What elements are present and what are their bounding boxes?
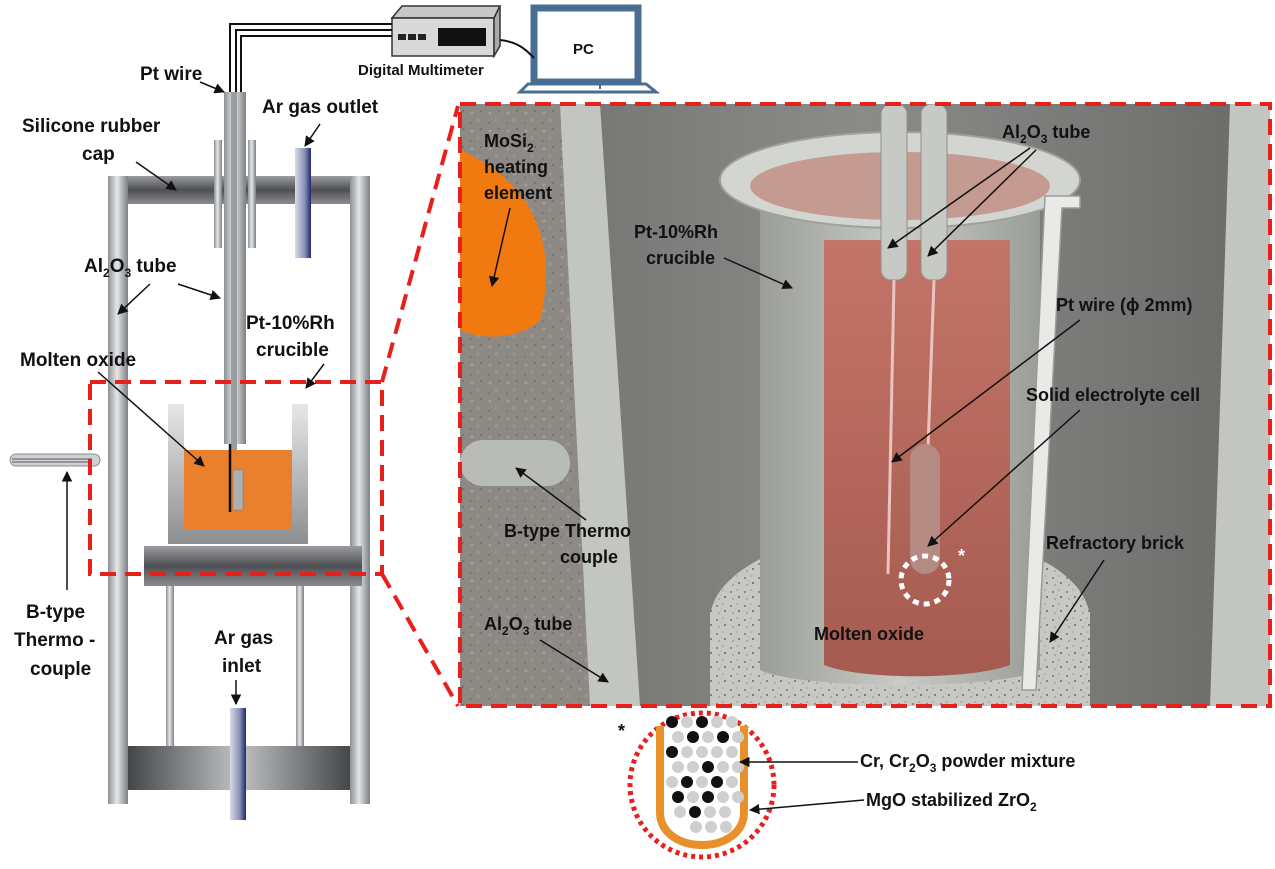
powder-grain (672, 761, 684, 773)
molten-oxide-label-left: Molten oxide (20, 350, 136, 371)
pt-wire-dia-label: Pt wire (ϕ 2mm) (1056, 295, 1193, 315)
powder-grain (717, 761, 729, 773)
powder-grain (717, 791, 729, 803)
digital-multimeter (390, 5, 502, 59)
outer-alumina-tube-left (108, 176, 128, 804)
powder-grain (672, 791, 684, 803)
powder-grain (687, 761, 699, 773)
powder-grain (732, 761, 744, 773)
ar-inlet-label-line2: inlet (222, 656, 262, 677)
zoom-thermocouple (460, 440, 570, 486)
powder-grain (705, 821, 717, 833)
pt-rh-crucible-label-zoom-line2: crucible (646, 248, 715, 268)
btype-label-line1: B-type (26, 602, 85, 623)
cap-sleeve-left (214, 140, 222, 248)
powder-grain (672, 731, 684, 743)
mosi2-label-line2: heating (484, 157, 548, 177)
mosi2-label-line3: element (484, 183, 552, 203)
pc-label: PC (573, 41, 594, 58)
pt-rh-crucible-label-zoom-line1: Pt-10%Rh (634, 222, 718, 242)
powder-grain (681, 776, 693, 788)
zoom-connector-top (380, 105, 460, 383)
molten-oxide-label-zoom: Molten oxide (814, 624, 924, 644)
powder-grain (674, 806, 686, 818)
powder-grain (687, 791, 699, 803)
powder-grain (666, 776, 678, 788)
al2o3-tube-label-left: Al2O3 tube (84, 256, 177, 280)
powder-grain (687, 731, 699, 743)
zirconia-label: MgO stabilized ZrO2 (866, 790, 1037, 814)
powder-mixture-label: Cr, Cr2O3 powder mixture (860, 751, 1075, 775)
mosi2-heating-element (460, 150, 547, 337)
powder-grain (711, 716, 723, 728)
powder-grain (717, 731, 729, 743)
solid-electrolyte-label: Solid electrolyte cell (1026, 385, 1200, 405)
multimeter-label: Digital Multimeter (358, 62, 484, 79)
powder-grain (681, 746, 693, 758)
powder-grain (666, 716, 678, 728)
al2o3-tube-label-zoom-bottom: Al2O3 tube (484, 614, 572, 638)
outer-alumina-tube-wall-left (560, 104, 640, 706)
powder-grain (711, 746, 723, 758)
cap-sleeve-right (248, 140, 256, 248)
pt-wire-label: Pt wire (140, 64, 202, 85)
pt-wire-rod (231, 92, 237, 512)
powder-grain (719, 806, 731, 818)
pt-rh-crucible-label-line1: Pt-10%Rh (246, 313, 335, 334)
powder-grain (696, 746, 708, 758)
btype-label-zoom-line1: B-type Thermo (504, 521, 631, 541)
powder-grain (726, 746, 738, 758)
powder-grain (726, 776, 738, 788)
outer-alumina-tube-wall-right (1210, 104, 1270, 706)
powder-grain (726, 716, 738, 728)
signal-wires (229, 23, 535, 92)
powder-grain (681, 716, 693, 728)
powder-grain (704, 806, 716, 818)
zoomed-render (460, 104, 1270, 706)
powder-grain (696, 716, 708, 728)
powder-grain (690, 821, 702, 833)
powder-grain (666, 746, 678, 758)
detail-marker-circle (898, 553, 952, 607)
powder-grain (732, 731, 744, 743)
zoom-connector-bottom (380, 573, 460, 707)
outer-alumina-tube-right (350, 176, 370, 804)
crucible-support-plate (144, 546, 362, 586)
powder-grain (732, 791, 744, 803)
powder-grain (702, 761, 714, 773)
zirconia-shell (656, 726, 748, 849)
powder-grain (702, 731, 714, 743)
powder-grain (702, 791, 714, 803)
mosi2-label-line1: MoSi2 (484, 131, 534, 155)
zoom-source-frame (88, 380, 384, 576)
powder-grain (689, 806, 701, 818)
zoom-asterisk: * (958, 546, 965, 566)
refractory-brick-label: Refractory brick (1046, 533, 1185, 553)
electrolyte-cell-detail (627, 710, 777, 860)
left-crucible (168, 404, 308, 544)
silicone-cap-label-line1: Silicone rubber (22, 116, 161, 137)
left-thermocouple (9, 453, 101, 467)
powder-grains (666, 716, 744, 833)
pc-monitor (516, 4, 661, 94)
ar-gas-outlet-label: Ar gas outlet (262, 97, 379, 118)
pt-rh-crucible-label-line2: crucible (256, 340, 329, 361)
btype-label-line2: Thermo - (14, 630, 95, 651)
ar-inlet-label-line1: Ar gas (214, 628, 273, 649)
ar-inlet-tube (230, 708, 246, 820)
zoom-frame (458, 102, 1272, 708)
detail-asterisk: * (618, 721, 625, 741)
powder-grain (696, 776, 708, 788)
al2o3-tube-label-zoom-top: Al2O3 tube (1002, 122, 1090, 146)
btype-label-zoom-line2: couple (560, 547, 618, 567)
btype-label-line3: couple (30, 659, 91, 680)
furnace-assembly (9, 92, 370, 820)
silicone-cap-label-line2: cap (82, 144, 115, 165)
powder-grain (720, 821, 732, 833)
ar-outlet-tube (295, 148, 311, 258)
powder-grain (711, 776, 723, 788)
